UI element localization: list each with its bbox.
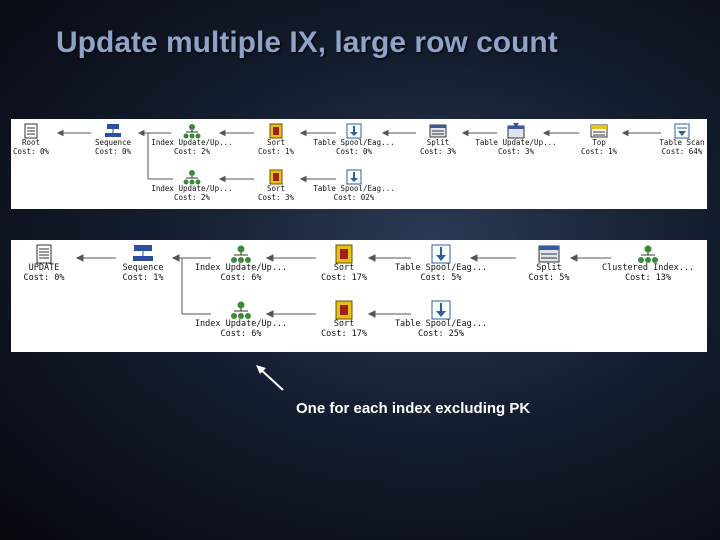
node-cost: Cost: 3% — [257, 192, 295, 202]
plan-node-sort[interactable]: Sort Cost: 17% — [316, 300, 372, 340]
node-name: Sort — [266, 138, 286, 147]
top-icon — [590, 124, 608, 138]
node-cost: Cost: 17% — [320, 272, 368, 283]
plan-node-table-spool[interactable]: Table Spool/Eag... Cost: 0% — [311, 123, 397, 156]
update-icon — [24, 123, 38, 139]
plan-node-sort[interactable]: Sort Cost: 17% — [316, 244, 372, 284]
node-cost: Cost: 64% — [661, 146, 703, 156]
node-cost: Cost: 5% — [528, 272, 570, 283]
node-name: Sort — [266, 184, 286, 193]
sort-icon — [335, 300, 353, 320]
index-update-icon — [231, 301, 251, 319]
node-name: Table Spool/Eag... — [313, 138, 395, 147]
plan-node-sort[interactable]: Sort Cost: 3% — [254, 169, 298, 202]
node-cost: Cost: 2% — [173, 146, 211, 156]
node-name: Table Spool/Eag... — [313, 184, 395, 193]
node-cost: Cost: 2% — [173, 192, 211, 202]
plan-node-sort[interactable]: Sort Cost: 1% — [254, 123, 298, 156]
table-spool-icon — [431, 244, 451, 264]
node-name: Root — [21, 138, 41, 147]
node-cost: Cost: 17% — [320, 328, 368, 339]
node-cost: Cost: 6% — [220, 328, 262, 339]
node-name: Table Update/Up... — [475, 138, 557, 147]
plan-node-table-spool[interactable]: Table Spool/Eag... Cost: 25% — [391, 300, 491, 340]
node-name: Table Scan — [659, 138, 705, 147]
node-name: Sort — [333, 319, 355, 329]
node-name: Index Update/Up... — [151, 138, 233, 147]
plan-node-sequence[interactable]: Sequence Cost: 1% — [115, 244, 171, 284]
index-update-icon — [231, 245, 251, 263]
execution-plan-large: UPDATE Cost: 0% Sequence Cost: 1% Index … — [11, 240, 707, 352]
plan-node-table-spool[interactable]: Table Spool/Eag... Cost: 5% — [391, 244, 491, 284]
node-cost: Cost: 1% — [580, 146, 618, 156]
node-name: Sort — [333, 263, 355, 273]
node-name: Table Spool/Eag... — [394, 319, 488, 329]
node-name: Clustered Index... — [601, 263, 695, 273]
node-name: Index Update/Up... — [194, 319, 288, 329]
slide-title: Update multiple IX, large row count — [56, 26, 558, 59]
node-cost: Cost: 25% — [417, 328, 465, 339]
node-cost: Cost: 13% — [624, 272, 672, 283]
node-cost: Cost: 02% — [333, 192, 375, 202]
table-scan-icon — [674, 123, 690, 139]
split-icon — [429, 124, 447, 138]
plan-node-split[interactable]: Split Cost: 5% — [519, 244, 579, 284]
node-cost: Cost: 0% — [23, 272, 65, 283]
node-name: Index Update/Up... — [194, 263, 288, 273]
node-name: Table Spool/Eag... — [394, 263, 488, 273]
table-spool-icon — [346, 169, 362, 185]
node-cost: Cost: 3% — [497, 146, 535, 156]
index-update-icon — [183, 170, 201, 185]
index-update-icon — [183, 124, 201, 139]
plan-node-table-spool[interactable]: Table Spool/Eag... Cost: 02% — [311, 169, 397, 202]
plan-node-index-update[interactable]: Index Update/Up... Cost: 2% — [151, 123, 233, 156]
node-cost: Cost: 0% — [94, 146, 132, 156]
plan1-arrows — [56, 129, 661, 183]
node-cost: Cost: 0% — [12, 146, 50, 156]
sort-icon — [269, 169, 283, 185]
node-name: Split — [426, 138, 450, 147]
table-spool-icon — [346, 123, 362, 139]
node-cost: Cost: 6% — [220, 272, 262, 283]
node-name: Index Update/Up... — [151, 184, 233, 193]
plan-node-top[interactable]: Top Cost: 1% — [579, 123, 619, 156]
plan-node-table-scan[interactable]: Table Scan Cost: 64% — [657, 123, 707, 156]
plan-node-sequence[interactable]: Sequence Cost: 0% — [91, 123, 135, 156]
plan-node-index-update[interactable]: Index Update/Up... Cost: 6% — [191, 300, 291, 340]
sort-icon — [269, 123, 283, 139]
plan-node-table-update[interactable]: Table Update/Up... Cost: 3% — [473, 123, 559, 156]
node-name: UPDATE — [28, 263, 60, 273]
plan-node-index-update[interactable]: Index Update/Up... Cost: 2% — [151, 169, 233, 202]
node-cost: Cost: 5% — [420, 272, 462, 283]
caption-text: One for each index excluding PK — [296, 400, 531, 417]
update-icon — [36, 244, 52, 264]
split-icon — [538, 245, 560, 263]
clustered-index-icon — [638, 245, 658, 263]
pointer-arrow-icon — [256, 365, 284, 391]
execution-plan-small: Root Cost: 0% Sequence Cost: 0% Index Up… — [11, 119, 707, 209]
node-name: Split — [536, 263, 562, 273]
sort-icon — [335, 244, 353, 264]
node-cost: Cost: 1% — [257, 146, 295, 156]
node-name: Sequence — [94, 138, 132, 147]
plan-node-update[interactable]: UPDATE Cost: 0% — [19, 244, 69, 284]
node-name: Top — [592, 138, 606, 147]
plan2-arrows — [75, 254, 611, 318]
table-spool-icon — [431, 300, 451, 320]
plan-node-index-update[interactable]: Index Update/Up... Cost: 6% — [191, 244, 291, 284]
node-cost: Cost: 1% — [122, 272, 164, 283]
plan-node-root[interactable]: Root Cost: 0% — [11, 123, 51, 156]
table-update-icon — [507, 123, 525, 139]
node-name: Sequence — [122, 263, 164, 273]
sequence-icon — [105, 124, 121, 137]
plan-node-clustered-index[interactable]: Clustered Index... Cost: 13% — [591, 244, 705, 284]
plan-node-split[interactable]: Split Cost: 3% — [416, 123, 460, 156]
node-cost: Cost: 0% — [335, 146, 373, 156]
node-cost: Cost: 3% — [419, 146, 457, 156]
sequence-icon — [133, 245, 153, 261]
